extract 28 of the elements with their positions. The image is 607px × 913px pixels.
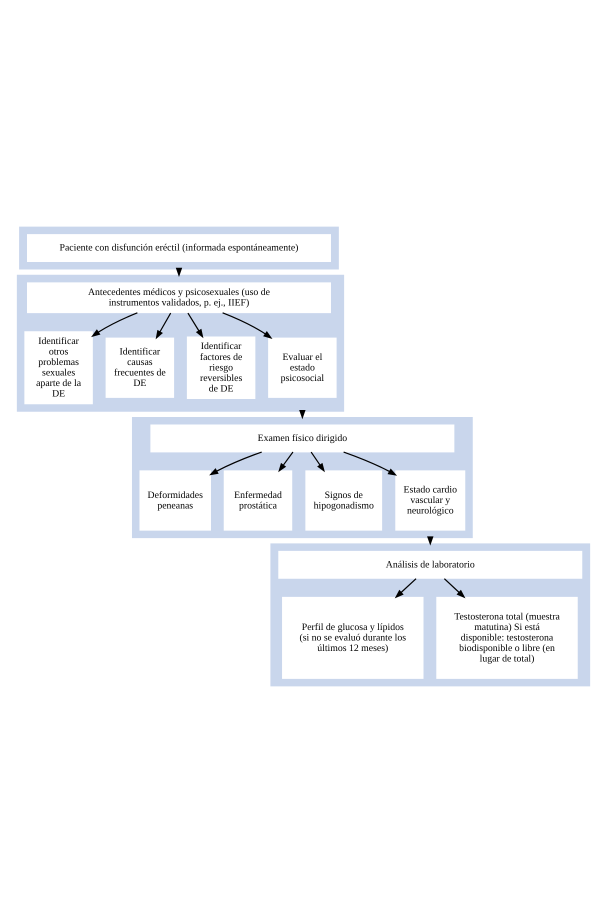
node-box: Testosterona total (muestra matutina) Si está disponible: testosterona biodisponible o libre (en lugar de total) (436, 596, 578, 679)
arrow (156, 312, 172, 340)
arrow (91, 312, 138, 338)
cluster (132, 417, 473, 538)
node-box: Identificar factores de riesgo reversibles de DE (186, 336, 256, 399)
node-box: Identificar causas frecuentes de DE (106, 338, 174, 398)
node-box: Enfermedad prostática (224, 470, 292, 531)
node-box: Estado cardiovascular y neurológico (395, 470, 466, 531)
arrow (209, 451, 262, 476)
arrow (222, 312, 272, 339)
cluster (270, 543, 590, 686)
node-box: Examen físico dirigido (150, 424, 454, 452)
arrow (278, 452, 294, 472)
node-box: Signos de hipogonadismo (305, 470, 382, 531)
node-box: Deformidades peneanas (139, 470, 211, 531)
cluster (19, 226, 339, 270)
arrow (394, 578, 416, 598)
node-box: Perfil de glucosa y lípidos (si no se evaluó durante los últimos 12 meses) (282, 596, 424, 679)
arrow (444, 578, 466, 598)
node-box: Análisis de laboratorio (278, 550, 582, 579)
node-box: Evaluar el estado psicosocial (268, 338, 337, 398)
node-box: Identificar otros problemas sexuales aparte de la DE (24, 331, 93, 404)
node-box: Paciente con disfunción eréctil (informada espontáneamente) (27, 234, 331, 262)
cluster (16, 274, 344, 412)
arrow (343, 451, 398, 476)
arrow (187, 312, 204, 338)
arrow (310, 452, 325, 472)
node-box: Antecedentes médicos y psicosexuales (uso de instrumentos validados, p. ej., IIEF) (27, 282, 331, 314)
